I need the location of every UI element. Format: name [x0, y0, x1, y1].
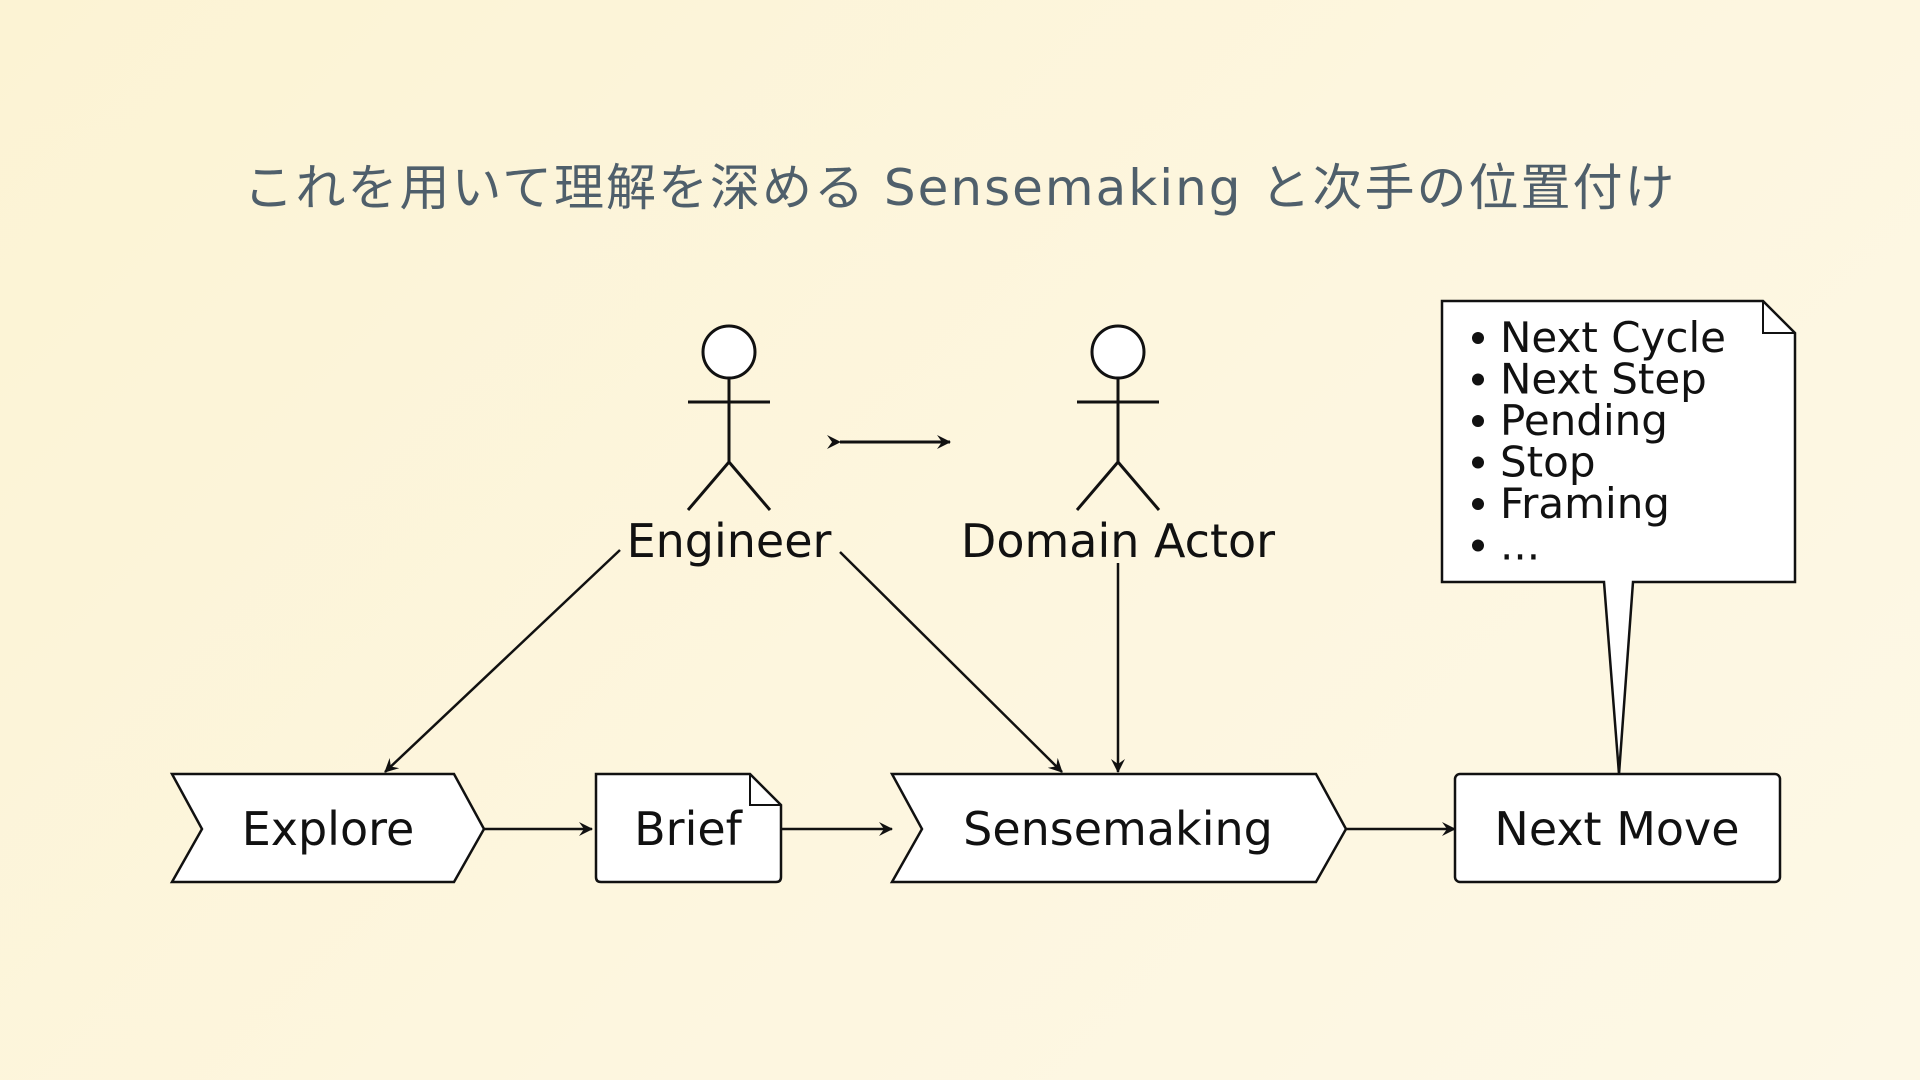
next-move-label: Next Move — [1494, 802, 1739, 856]
next-move-note — [1440, 299, 1797, 775]
bullet-dot — [1472, 498, 1484, 510]
sensemaking-step — [889, 772, 1348, 884]
engineer-to-sensemaking-arrow — [839, 551, 1063, 773]
bullet-dot — [1472, 456, 1484, 469]
slide-title: これを用いて理解を深める Sensemaking と次手の位置付け — [243, 159, 1677, 217]
note-item-label: Stop — [1500, 438, 1595, 487]
domain-actor-head — [1090, 324, 1146, 380]
explore-label: Explore — [242, 802, 415, 856]
brief-document — [594, 772, 783, 884]
brief-fold — [749, 774, 781, 806]
domain-actor — [1075, 324, 1161, 511]
bullet-dot — [1472, 415, 1484, 427]
sensemaking-label: Sensemaking — [963, 802, 1273, 856]
note-item: ... — [1472, 521, 1540, 570]
domain-actor-right-leg — [1116, 461, 1161, 511]
note-item-label: Next Step — [1500, 355, 1707, 404]
bullet-dot — [1472, 332, 1484, 344]
explore-step — [169, 772, 486, 884]
note-item: Stop — [1472, 438, 1595, 487]
next-move-box — [1453, 772, 1782, 884]
engineer-actor — [686, 324, 772, 511]
note-item: Next Step — [1472, 355, 1707, 404]
engineer-label: Engineer — [627, 514, 832, 568]
engineer-to-explore-arrow — [384, 549, 621, 773]
note-fold — [1762, 301, 1795, 334]
note-item-label: Framing — [1500, 479, 1670, 528]
domain-actor-label: Domain Actor — [961, 514, 1275, 568]
brief-label: Brief — [634, 802, 744, 856]
engineer-head — [701, 324, 757, 380]
note-item-label: Pending — [1500, 396, 1668, 445]
note-item: Pending — [1472, 396, 1668, 445]
bullet-dot — [1472, 539, 1484, 552]
engineer-left-leg — [686, 461, 731, 511]
bullet-dot — [1472, 373, 1484, 386]
note-item-label: ... — [1500, 521, 1540, 570]
engineer-right-leg — [727, 461, 772, 511]
note-item: Framing — [1472, 479, 1670, 528]
note-item-label: Next Cycle — [1500, 313, 1726, 362]
domain-actor-left-leg — [1075, 461, 1120, 511]
note-item: Next Cycle — [1472, 313, 1726, 362]
